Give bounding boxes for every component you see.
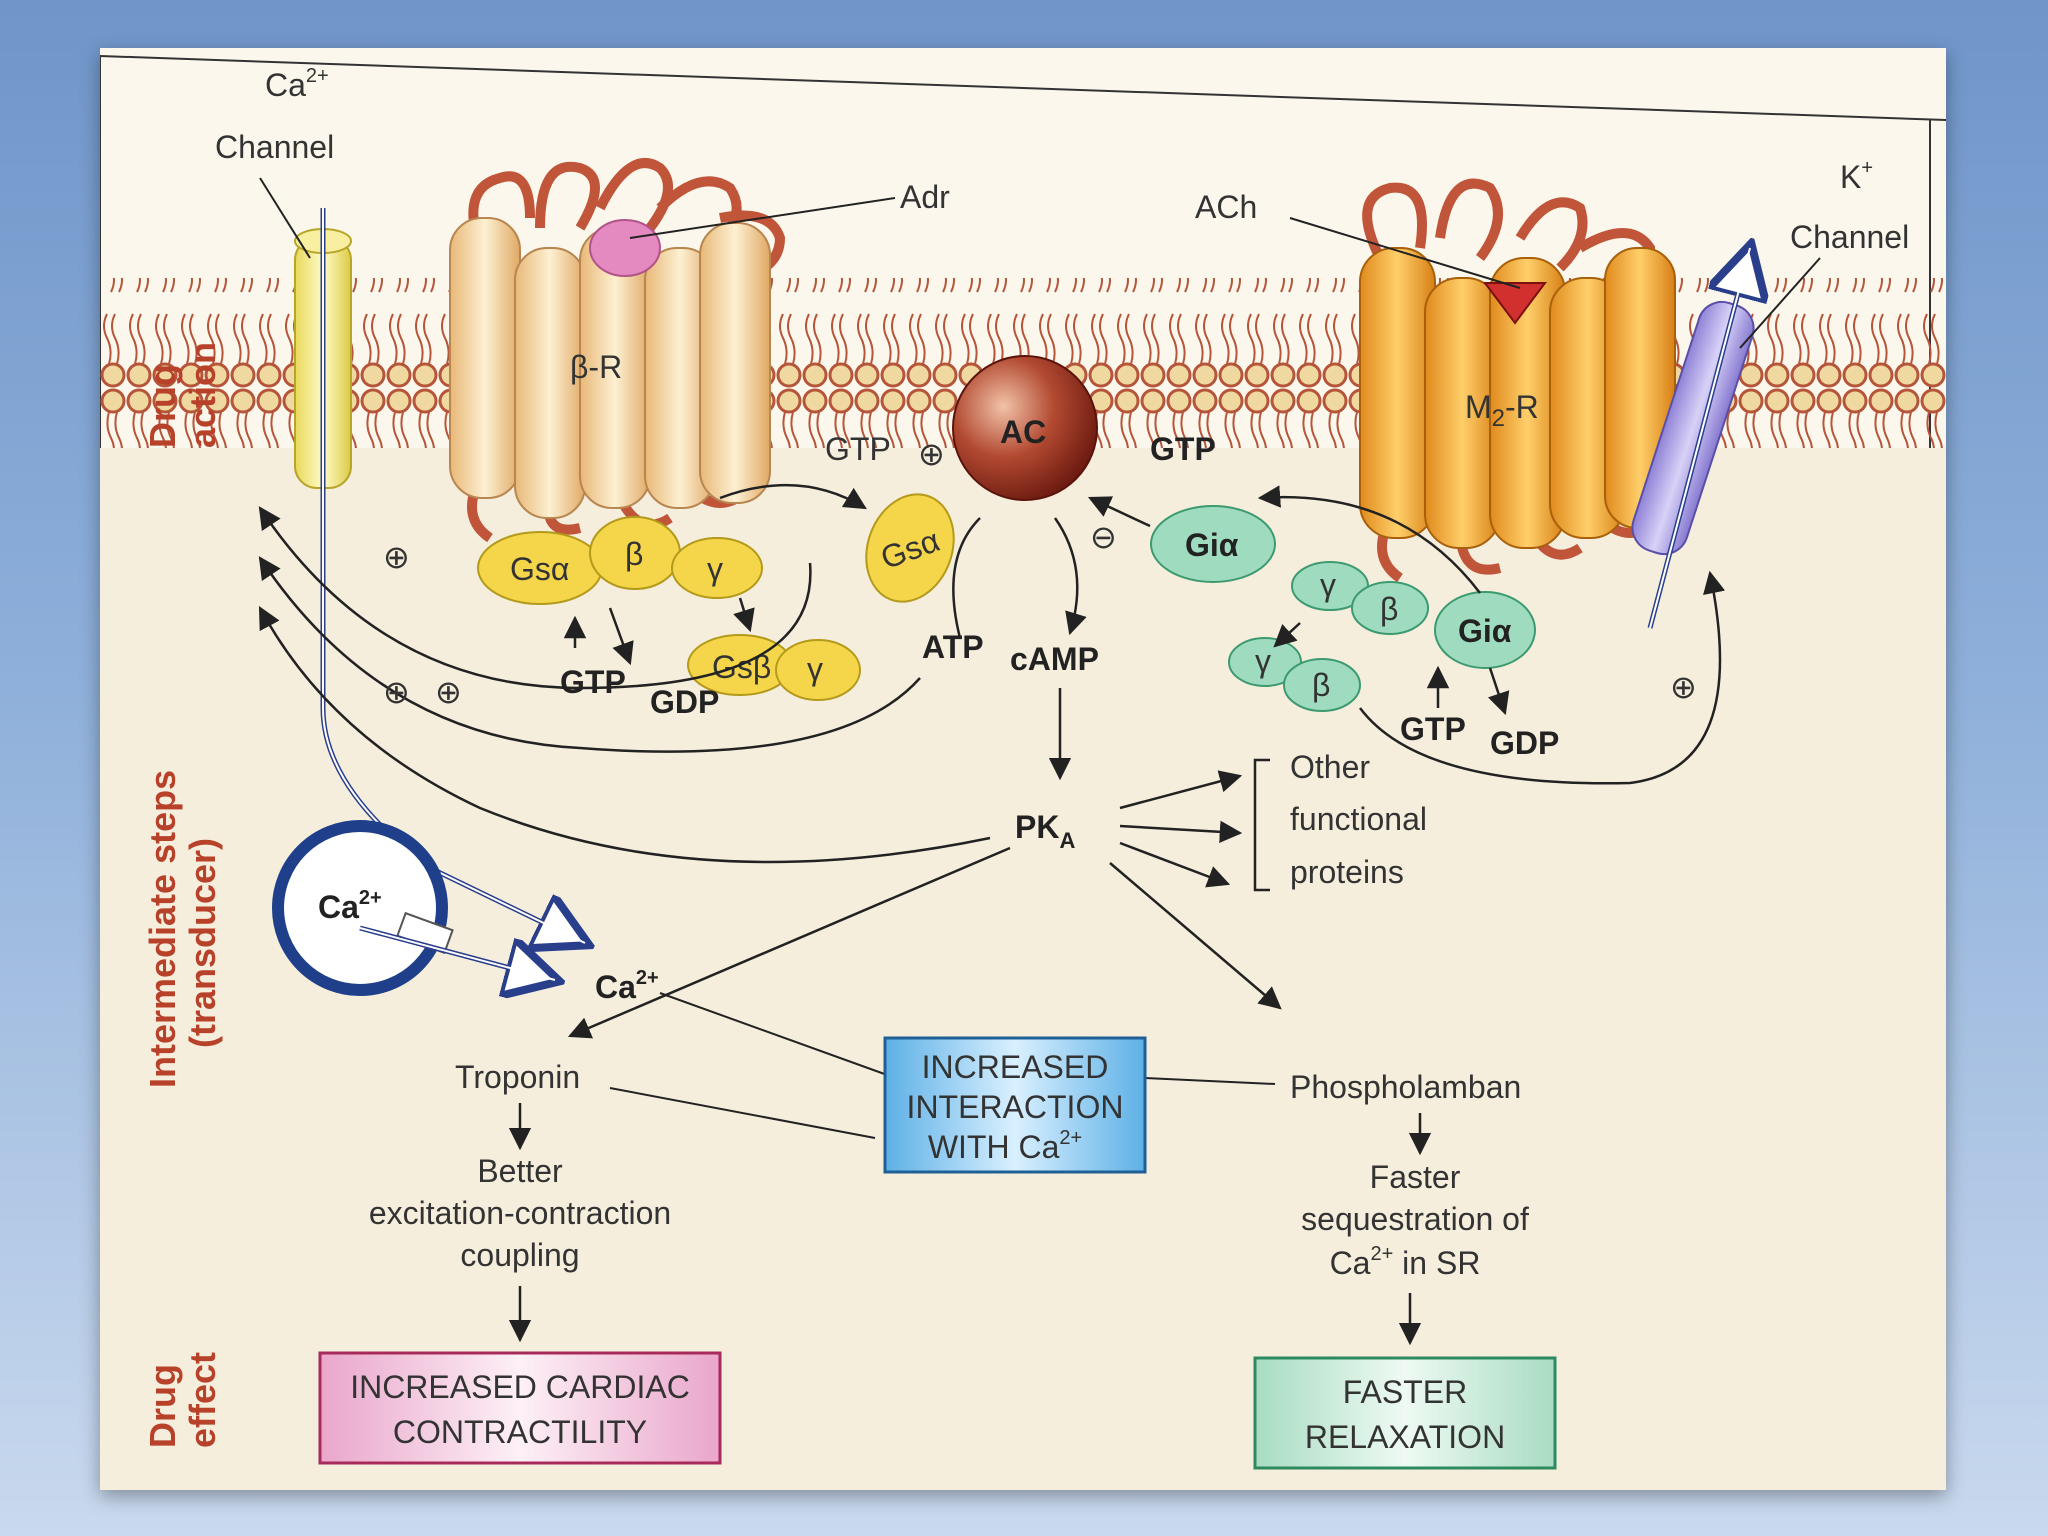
plus-ac: ⊕ <box>918 436 945 472</box>
gtp-left-label: GTP <box>825 431 891 467</box>
faster-line2: sequestration of <box>1301 1201 1529 1237</box>
plus-2: ⊕ <box>383 674 410 710</box>
gi-beta2-label: β <box>1312 667 1330 703</box>
diagram-slide: Ca2+ Channel Adr β-R AC ACh M2-R <box>100 48 1946 1490</box>
contractility-box <box>318 1351 722 1465</box>
gia-moving-label: Giα <box>1185 527 1239 563</box>
plus-1: ⊕ <box>383 539 410 575</box>
atp-label: ATP <box>922 629 984 665</box>
gi-gamma-label: γ <box>1320 567 1336 603</box>
gs-beta-label: β <box>625 536 643 572</box>
ca-channel-ion-label: Ca2+ <box>265 65 329 103</box>
m2-receptor <box>1289 178 1676 583</box>
k-channel-label: Channel <box>1790 219 1909 255</box>
ach-binding-site <box>1483 282 1547 325</box>
gtp-gi-label: GTP <box>1400 711 1466 747</box>
beta-receptor <box>449 158 896 543</box>
adenylyl-cyclase <box>952 355 1098 501</box>
gs-gamma-label: γ <box>707 551 723 587</box>
side-intermediate-2: (transducer) <box>182 838 223 1048</box>
relaxation-line1: FASTER <box>1343 1374 1467 1410</box>
side-drug-effect-1: Drug <box>142 1364 183 1448</box>
ca-center-label: Ca2+ <box>595 967 659 1005</box>
sr-calcium-store <box>272 820 555 990</box>
pka-label: PKA <box>1015 809 1075 853</box>
contractility-line1: INCREASED CARDIAC <box>350 1369 690 1405</box>
interaction-line3: WITH Ca2+ <box>928 1127 1082 1165</box>
beta-r-label: β-R <box>570 349 622 385</box>
ca-store-label: Ca2+ <box>318 887 382 925</box>
better-line3: coupling <box>460 1237 579 1273</box>
interaction-line1: INCREASED <box>922 1049 1109 1085</box>
relaxation-line2: RELAXATION <box>1305 1419 1505 1455</box>
side-intermediate-1: Intermediate steps <box>142 770 183 1088</box>
side-drug-action-2: action <box>182 342 223 448</box>
camp-label: cAMP <box>1010 641 1099 677</box>
plus-4: ⊕ <box>1670 669 1697 705</box>
ach-label: ACh <box>1195 189 1257 225</box>
gi-protein-complex <box>1150 505 1536 712</box>
k-channel <box>1631 248 1821 629</box>
relaxation-box <box>1253 1356 1557 1470</box>
adr-binding-site <box>589 219 661 277</box>
other-line3: proteins <box>1290 854 1404 890</box>
troponin-label: Troponin <box>455 1059 580 1095</box>
gi-beta-label: β <box>1380 591 1398 627</box>
plus-3: ⊕ <box>435 674 462 710</box>
ca-channel-label: Channel <box>215 129 334 165</box>
better-line1: Better <box>477 1153 563 1189</box>
phospholamban-label: Phospholamban <box>1290 1069 1521 1105</box>
minus-ac: ⊖ <box>1090 519 1117 555</box>
signaling-diagram: Ca2+ Channel Adr β-R AC ACh M2-R <box>100 55 1946 1490</box>
gs-gamma2-label: γ <box>807 651 823 687</box>
gia-label: Giα <box>1458 613 1512 649</box>
contractility-line2: CONTRACTILITY <box>393 1414 647 1450</box>
gtp-right-label: GTP <box>1150 431 1216 467</box>
side-drug-effect-2: effect <box>182 1352 223 1448</box>
adr-label: Adr <box>900 179 950 215</box>
faster-line1: Faster <box>1370 1159 1461 1195</box>
interaction-box <box>883 1036 1147 1174</box>
interaction-line2: INTERACTION <box>907 1089 1124 1125</box>
gi-gamma2-label: γ <box>1255 643 1271 679</box>
m2r-label: M2-R <box>1465 389 1539 432</box>
gdp-gs-label: GDP <box>650 684 719 720</box>
gtp-gs-label: GTP <box>560 664 626 700</box>
page-border <box>100 55 1946 121</box>
other-line2: functional <box>1290 801 1427 837</box>
faster-line3: Ca2+ in SR <box>1330 1243 1481 1281</box>
other-line1: Other <box>1290 749 1370 785</box>
side-drug-action-1: Drug <box>142 364 183 448</box>
gdp-gi-label: GDP <box>1490 725 1559 761</box>
gsa-label: Gsα <box>510 551 569 587</box>
ac-label: AC <box>1000 414 1046 450</box>
k-channel-ion-label: K+ <box>1840 157 1873 195</box>
better-line2: excitation-contraction <box>369 1195 671 1231</box>
